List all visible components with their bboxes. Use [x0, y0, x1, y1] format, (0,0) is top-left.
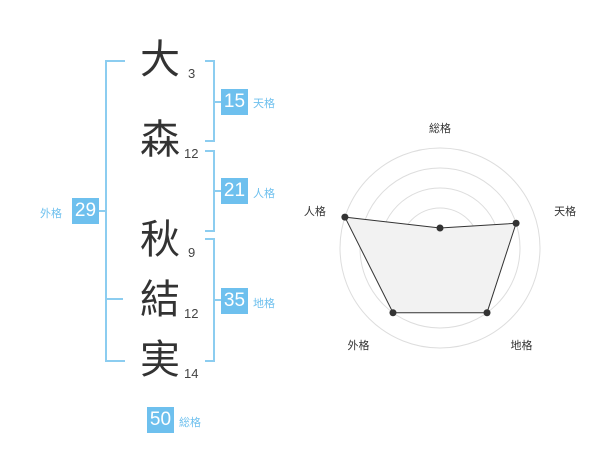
radar-point [436, 224, 444, 232]
radar-point [389, 309, 397, 317]
gaikaku-connector [99, 210, 107, 212]
radar-axis-label: 天格 [554, 204, 576, 218]
jinkaku-badge: 21 [221, 178, 248, 204]
gaikaku-label: 外格 [40, 207, 62, 220]
radar-axis-label: 人格 [304, 204, 326, 218]
radar-polygon [344, 216, 517, 314]
name-char-2: 森 [140, 117, 180, 163]
tenkaku-label: 天格 [253, 97, 275, 110]
stroke-count-3: 9 [188, 245, 196, 260]
chikaku-label: 地格 [253, 297, 275, 310]
stroke-count-4: 12 [184, 306, 199, 321]
name-char-3: 秋 [140, 217, 180, 263]
radar-axis-label: 地格 [511, 338, 533, 352]
radar-axis-label: 総格 [429, 121, 451, 135]
gaikaku-mid-tick [107, 298, 123, 300]
tenkaku-connector [213, 101, 221, 103]
jinkaku-label: 人格 [253, 187, 275, 200]
name-char-5: 実 [140, 337, 180, 383]
jinkaku-connector [213, 190, 221, 192]
radar-point [512, 219, 520, 227]
radar-point [341, 213, 349, 221]
radar-grid-ring [339, 147, 541, 349]
name-char-1: 大 [140, 37, 180, 83]
chikaku-connector [213, 299, 221, 301]
stroke-count-5: 14 [184, 366, 199, 381]
gaikaku-badge: 29 [72, 198, 99, 224]
tenkaku-badge: 15 [221, 89, 248, 115]
name-char-4: 結 [140, 277, 180, 323]
radar-axis-label: 外格 [347, 338, 369, 352]
soukaku-badge: 50 [147, 407, 174, 433]
radar-point [483, 309, 491, 317]
radar-points [341, 213, 520, 317]
stroke-count-1: 3 [188, 66, 196, 81]
stroke-count-2: 12 [184, 146, 199, 161]
soukaku-label: 総格 [179, 416, 201, 429]
chikaku-badge: 35 [221, 288, 248, 314]
